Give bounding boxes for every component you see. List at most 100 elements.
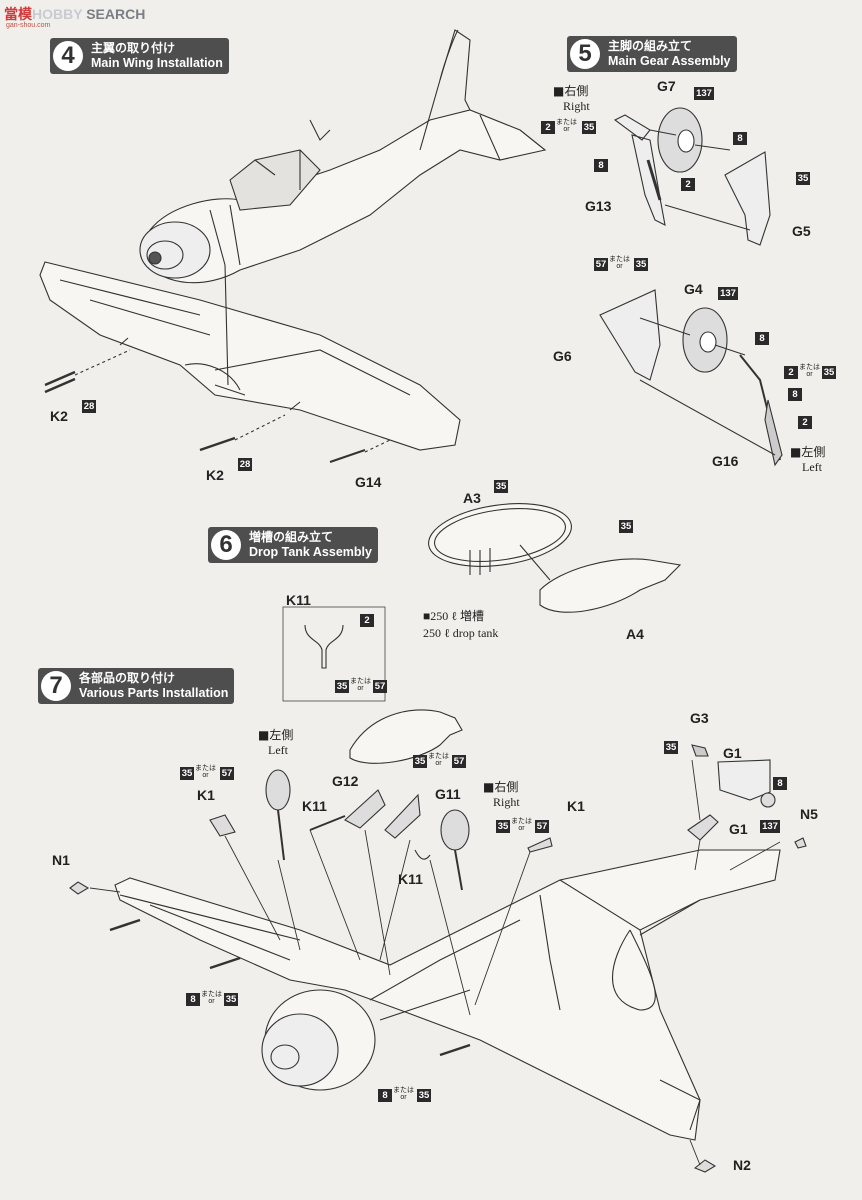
color-badge: 35 xyxy=(619,520,633,533)
color-badge: 35 xyxy=(822,366,836,379)
color-badge: 8 xyxy=(378,1089,392,1102)
color-badge: 8 xyxy=(773,777,787,790)
part-label-g1: G1 xyxy=(729,821,748,837)
color-badge: 2 xyxy=(784,366,798,379)
part-label-a3: A3 xyxy=(463,490,481,506)
part-label-g3: G3 xyxy=(690,710,709,726)
step6-drop-tank-drawing xyxy=(428,503,682,613)
color-badge: 8 xyxy=(788,388,802,401)
part-label-k2: K2 xyxy=(206,467,224,483)
part-label-n5: N5 xyxy=(800,806,818,822)
step-7-title-jp: 各部品の取り付け xyxy=(79,671,176,685)
part-label-n1: N1 xyxy=(52,852,70,868)
part-label-g6: G6 xyxy=(553,348,572,364)
side-label-right: ■右側 Right xyxy=(483,780,520,809)
color-badge: 35 xyxy=(180,767,194,780)
part-label-a4: A4 xyxy=(626,626,644,642)
side-label-left: ■左側 Left xyxy=(258,728,294,757)
part-label-g16: G16 xyxy=(712,453,739,469)
part-label-k11: K11 xyxy=(398,871,423,887)
color-badge: 8 xyxy=(755,332,769,345)
step-5-title-en: Main Gear Assembly xyxy=(608,54,731,68)
color-badge: 35 xyxy=(796,172,810,185)
part-label-n2: N2 xyxy=(733,1157,751,1173)
color-badge: 2 xyxy=(360,614,374,627)
part-label-k1: K1 xyxy=(567,798,585,814)
step5-right-gear-drawing xyxy=(613,107,771,246)
color-badge: 35 xyxy=(335,680,349,693)
color-badge: 2 xyxy=(541,121,555,134)
color-badge: 35 xyxy=(494,480,508,493)
step-5-title-jp: 主脚の組み立て xyxy=(608,39,693,53)
side-label-left: ■左側 Left xyxy=(790,445,826,474)
step-4-title-jp: 主翼の取り付け xyxy=(91,41,176,55)
part-label-g5: G5 xyxy=(792,223,811,239)
step-number-6: 6 xyxy=(211,530,241,560)
part-label-g13: G13 xyxy=(585,198,612,214)
step4-wing-drawing xyxy=(39,261,461,463)
side-label-right: ■右側 Right xyxy=(553,84,590,113)
watermark-logo: 當模HOBBY SEARCH xyxy=(4,6,146,23)
color-badge: 35 xyxy=(417,1089,431,1102)
step7-parts-drawing xyxy=(69,709,807,1173)
color-badge: 137 xyxy=(760,820,780,833)
step-4-title-en: Main Wing Installation xyxy=(91,56,223,70)
color-badge: 35 xyxy=(496,820,510,833)
color-badge: 28 xyxy=(238,458,252,471)
color-badge: 57 xyxy=(535,820,549,833)
color-badge: 137 xyxy=(694,87,714,100)
part-label-k1: K1 xyxy=(197,787,215,803)
part-label-g1: G1 xyxy=(723,745,742,761)
part-label-g4: G4 xyxy=(684,281,703,297)
color-badge: 57 xyxy=(373,680,387,693)
step4-fuselage-drawing xyxy=(139,29,547,284)
part-label-g7: G7 xyxy=(657,78,676,94)
part-label-g11: G11 xyxy=(435,786,461,802)
step-7-title-en: Various Parts Installation xyxy=(79,686,229,700)
color-badge: 57 xyxy=(594,258,608,271)
part-label-k11: K11 xyxy=(286,592,311,608)
color-badge: 35 xyxy=(224,993,238,1006)
part-label-k2: K2 xyxy=(50,408,68,424)
step-number-5: 5 xyxy=(570,39,600,69)
color-badge: 2 xyxy=(798,416,812,429)
step-number-4: 4 xyxy=(53,41,83,71)
color-badge: 137 xyxy=(718,287,738,300)
color-badge: 35 xyxy=(664,741,678,754)
step-6-title-en: Drop Tank Assembly xyxy=(249,545,372,559)
color-badge: 8 xyxy=(186,993,200,1006)
color-badge: 8 xyxy=(733,132,747,145)
step5-left-gear-drawing xyxy=(599,289,783,467)
step7-airframe-drawing xyxy=(109,849,781,1141)
watermark-url: gan-shou.com xyxy=(6,22,51,29)
step-6-title-jp: 増槽の組み立て xyxy=(249,530,334,544)
color-badge: 35 xyxy=(634,258,648,271)
color-badge: 57 xyxy=(452,755,466,768)
color-badge: 28 xyxy=(82,400,96,413)
color-badge: 57 xyxy=(220,767,234,780)
part-label-g12: G12 xyxy=(332,773,359,789)
part-label-g14: G14 xyxy=(355,474,382,490)
color-badge: 35 xyxy=(582,121,596,134)
color-badge: 35 xyxy=(413,755,427,768)
part-label-k11: K11 xyxy=(302,798,327,814)
color-badge: 2 xyxy=(681,178,695,191)
step-number-7: 7 xyxy=(41,671,71,701)
color-badge: 8 xyxy=(594,159,608,172)
